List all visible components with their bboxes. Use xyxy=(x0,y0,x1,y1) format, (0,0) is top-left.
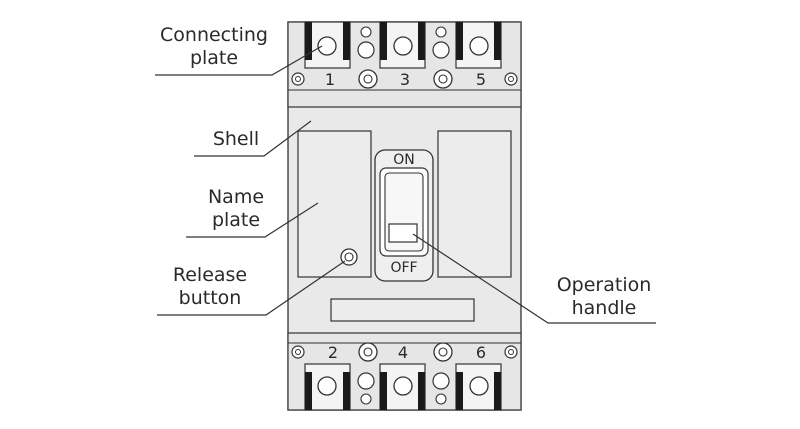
screw-icon xyxy=(504,72,518,86)
label-release-button-line2: button xyxy=(179,287,242,309)
connecting-plate-5 xyxy=(455,21,502,69)
label-connecting-plate-line2: plate xyxy=(190,47,238,69)
on-label: ON xyxy=(393,152,415,168)
label-name-plate-line2: plate xyxy=(212,209,260,231)
callout-connecting-plate: Connecting plate xyxy=(155,24,323,76)
bottom-screw-row: 2 4 6 xyxy=(291,342,518,362)
screw-icon xyxy=(291,72,305,86)
terminal-number-1: 1 xyxy=(325,70,335,89)
bottom-connecting-plates xyxy=(304,363,502,411)
connecting-plate-6 xyxy=(455,363,502,411)
screw-icon xyxy=(291,345,305,359)
terminal-number-2: 2 xyxy=(328,343,338,362)
top-connecting-plates xyxy=(304,21,502,69)
label-operation-handle-line2: handle xyxy=(572,297,637,319)
callout-operation-handle: Operation handle xyxy=(412,233,656,324)
label-shell: Shell xyxy=(213,128,259,150)
label-connecting-plate-line1: Connecting xyxy=(160,24,268,46)
label-release-button-line1: Release xyxy=(173,264,247,286)
screw-icon xyxy=(504,345,518,359)
handle-slider xyxy=(388,223,418,243)
label-operation-handle-line1: Operation xyxy=(557,274,652,296)
connecting-plate-3 xyxy=(379,21,426,69)
terminal-number-5: 5 xyxy=(476,70,486,89)
off-label: OFF xyxy=(390,260,417,276)
connecting-plate-2 xyxy=(304,363,351,411)
top-screw-row: 1 3 5 xyxy=(291,69,518,89)
screw-icon xyxy=(358,69,378,89)
screw-icon xyxy=(433,69,453,89)
screw-icon xyxy=(433,342,453,362)
callout-name-plate: Name plate xyxy=(186,186,319,238)
terminal-number-3: 3 xyxy=(400,70,410,89)
terminal-number-4: 4 xyxy=(398,343,408,362)
accessory-slot xyxy=(330,298,475,322)
name-plate-panel xyxy=(297,130,372,278)
terminal-number-6: 6 xyxy=(476,343,486,362)
right-panel xyxy=(437,130,512,278)
screw-icon xyxy=(358,342,378,362)
connecting-plate-1 xyxy=(304,21,351,69)
label-name-plate-line1: Name xyxy=(208,186,264,208)
connecting-plate-4 xyxy=(379,363,426,411)
callout-shell: Shell xyxy=(194,120,312,157)
operation-handle: ON OFF xyxy=(374,149,434,282)
callout-release-button: Release button xyxy=(157,260,346,316)
